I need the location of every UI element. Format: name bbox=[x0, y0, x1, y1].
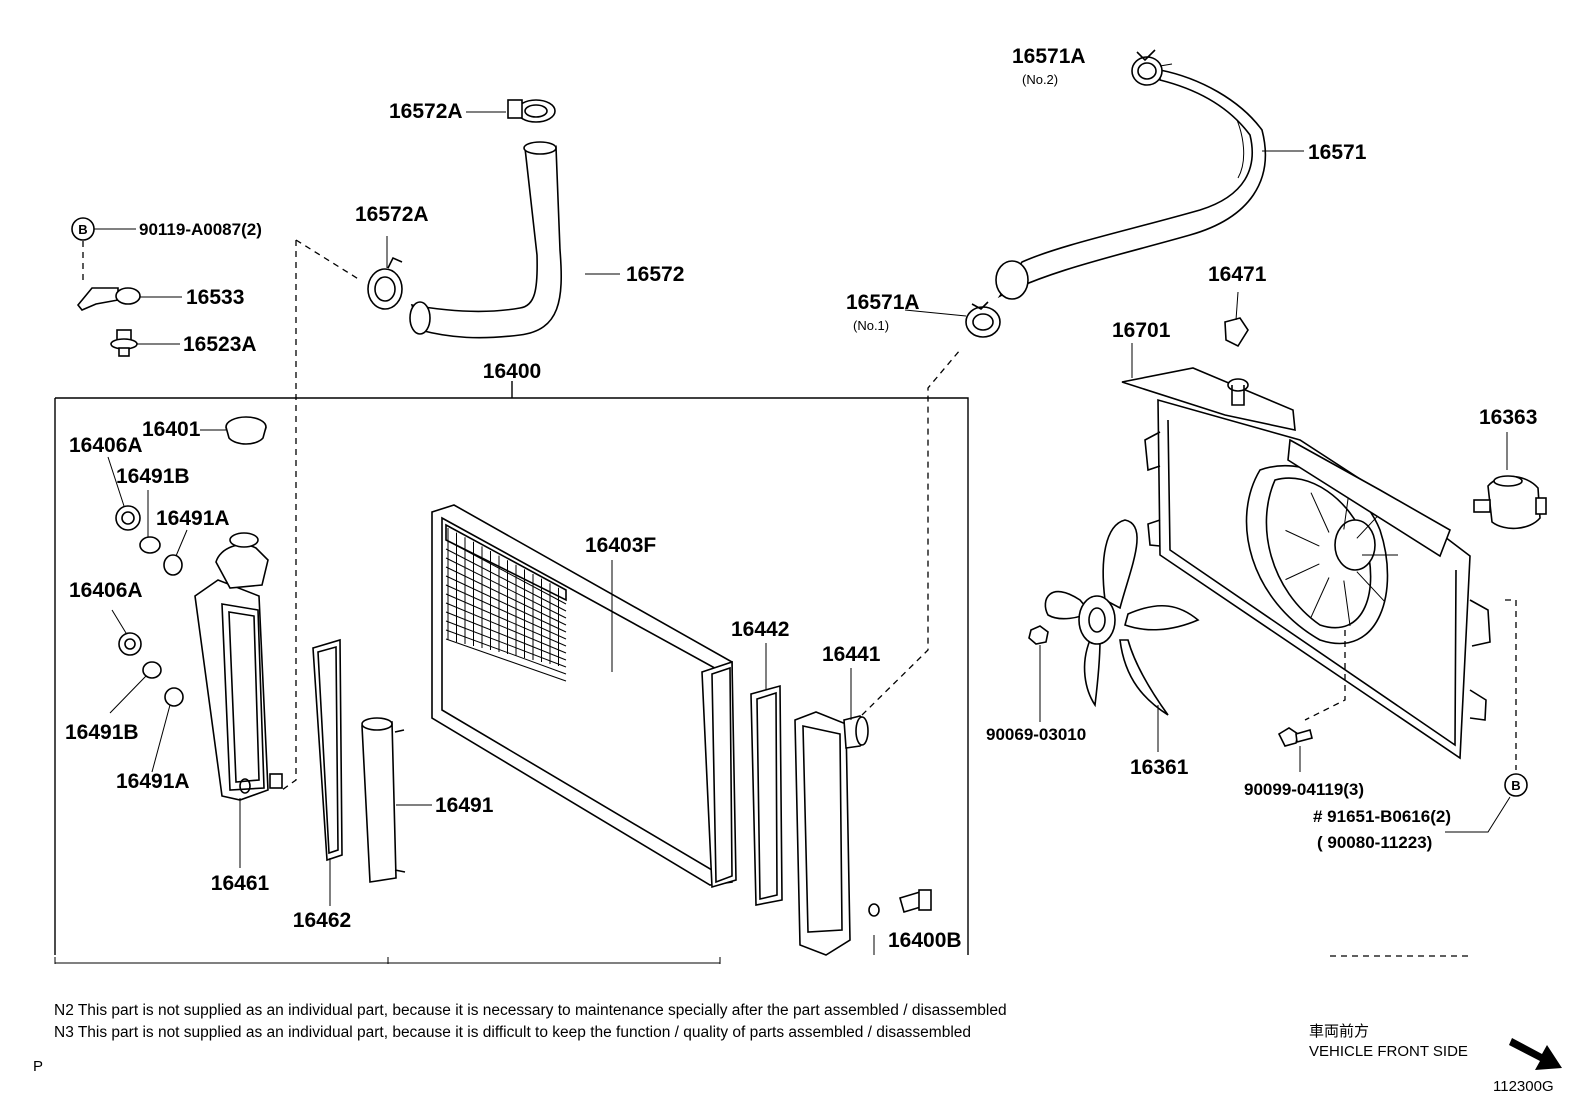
dashed-leader-left bbox=[281, 239, 361, 791]
front-label-jp: 車両前方 bbox=[1309, 1023, 1370, 1040]
label-16572A-1: 16572A bbox=[389, 100, 463, 123]
label-16491A-1: 16491A bbox=[156, 507, 230, 530]
hose-clamp-16572A-upper bbox=[507, 99, 556, 123]
label-16571: 16571 bbox=[1308, 141, 1367, 164]
note-n3: N3 This part is not supplied as an indiv… bbox=[54, 1024, 972, 1041]
label-16491B-2: 16491B bbox=[65, 721, 139, 744]
label-90080: ( 90080-11223) bbox=[1317, 833, 1432, 852]
radiator-cap-16401 bbox=[225, 416, 267, 445]
label-16441: 16441 bbox=[822, 643, 881, 666]
label-16406A-1: 16406A bbox=[69, 434, 143, 457]
pipe-16491 bbox=[361, 717, 406, 883]
hose-clamp-16571A-no1 bbox=[965, 301, 1001, 338]
label-16462: 16462 bbox=[293, 909, 351, 932]
label-16523A: 16523A bbox=[183, 333, 257, 356]
hose-clamp-16572A-lower bbox=[367, 256, 403, 310]
label-16461: 16461 bbox=[211, 872, 270, 895]
clip-16471 bbox=[1224, 317, 1249, 348]
label-90069: 90069-03010 bbox=[986, 725, 1086, 744]
gasket-16442 bbox=[750, 684, 783, 906]
label-16400: 16400 bbox=[483, 360, 541, 383]
radiator-inlet-hose-16572 bbox=[409, 141, 563, 339]
drain-plug-16406A-lower bbox=[118, 632, 142, 656]
label-16571A-2-sub: (No.1) bbox=[853, 318, 889, 333]
label-16363: 16363 bbox=[1479, 406, 1537, 429]
label-16401: 16401 bbox=[142, 418, 201, 441]
left-tank-16461 bbox=[194, 532, 283, 801]
label-90119: 90119-A0087(2) bbox=[139, 220, 262, 239]
front-label-en: VEHICLE FRONT SIDE bbox=[1309, 1043, 1468, 1060]
label-16491: 16491 bbox=[435, 794, 494, 817]
fan-motor-16363 bbox=[1473, 475, 1547, 530]
label-16406A-2: 16406A bbox=[69, 579, 143, 602]
grommet-16523A bbox=[110, 329, 138, 357]
hose-clamp-16571A-no2 bbox=[1131, 49, 1163, 86]
label-16571A-2: 16571A bbox=[846, 291, 920, 314]
label-16471: 16471 bbox=[1208, 263, 1267, 286]
nut-90069-03010 bbox=[1028, 625, 1049, 645]
cooling-fan-16361 bbox=[1044, 519, 1200, 716]
ref-b-label-right: B bbox=[1511, 778, 1520, 793]
drain-plug-16406A-upper bbox=[115, 505, 141, 531]
drain-cock-16400B bbox=[868, 889, 932, 955]
label-16701: 16701 bbox=[1112, 319, 1171, 342]
assembly-bracket-16400 bbox=[54, 381, 1470, 964]
bolt-ref-b-left: B bbox=[71, 217, 136, 280]
label-90099: 90099-04119(3) bbox=[1244, 780, 1364, 799]
leader-lines bbox=[107, 63, 1511, 906]
right-tank-16441 bbox=[794, 349, 961, 956]
label-16491A-2: 16491A bbox=[116, 770, 190, 793]
oring-16491A-lower bbox=[164, 687, 184, 707]
label-16400B: 16400B bbox=[888, 929, 962, 952]
bolt-90099-04119 bbox=[1277, 727, 1313, 747]
bolt-ref-b-right: B bbox=[1504, 773, 1528, 797]
diagram-code: 112300G bbox=[1493, 1078, 1554, 1095]
vehicle-front-arrow-icon bbox=[1509, 1038, 1562, 1070]
dashed-leader-shroud bbox=[1304, 599, 1517, 770]
label-16571A-1: 16571A bbox=[1012, 45, 1086, 68]
label-16442: 16442 bbox=[731, 618, 789, 641]
note-n2: N2 This part is not supplied as an indiv… bbox=[54, 1002, 1007, 1019]
gasket-16491B-upper bbox=[139, 536, 161, 554]
oring-16491A-upper bbox=[163, 554, 183, 576]
label-16403F: 16403F bbox=[585, 534, 656, 557]
fan-shroud-16701 bbox=[1121, 367, 1491, 760]
label-16491B-1: 16491B bbox=[116, 465, 190, 488]
part-labels: 16400 16401 16406A 16491B 16491A 16406A … bbox=[65, 45, 1537, 952]
p-mark: P bbox=[33, 1058, 44, 1075]
gasket-16491B-lower bbox=[142, 661, 162, 679]
radiator-core-16403F bbox=[431, 504, 737, 889]
gasket-16462 bbox=[312, 638, 343, 862]
label-16572: 16572 bbox=[626, 263, 684, 286]
radiator-outlet-hose-16571 bbox=[995, 69, 1267, 300]
label-16571A-1-sub: (No.2) bbox=[1022, 72, 1058, 87]
label-91651: # 91651-B0616(2) bbox=[1313, 807, 1451, 826]
label-16533: 16533 bbox=[186, 286, 244, 309]
label-16572A-2: 16572A bbox=[355, 203, 429, 226]
bracket-16533 bbox=[76, 287, 141, 311]
label-16361: 16361 bbox=[1130, 756, 1189, 779]
ref-b-label-left: B bbox=[78, 222, 87, 237]
core-fin-grid bbox=[445, 528, 567, 682]
